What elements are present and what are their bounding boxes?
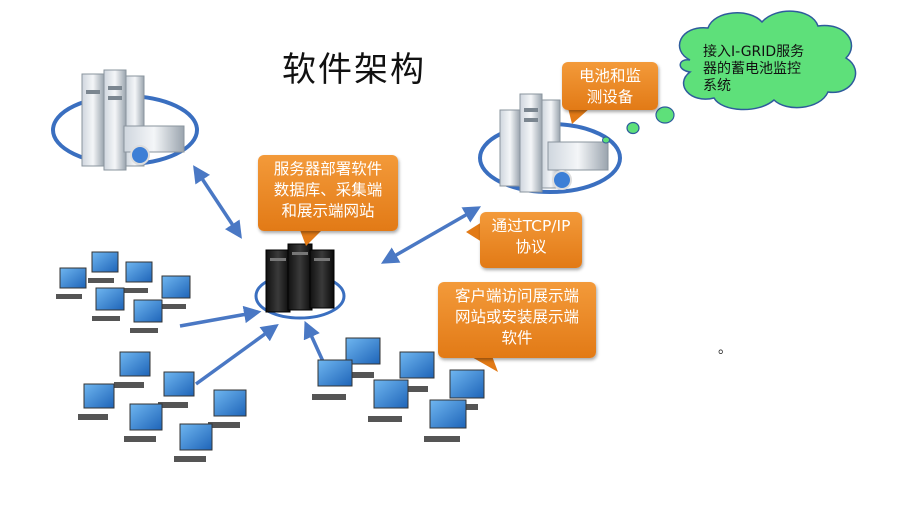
client-workstations-top-left [56, 251, 191, 333]
tail-tcp [466, 222, 482, 242]
client-workstations-bottom-left [78, 351, 247, 462]
arrow-client-group-2 [194, 323, 279, 386]
tail-client [470, 356, 498, 372]
stray-punctuation: 。 [718, 341, 732, 357]
callout-server-deploy: 服务器部署软件 数据库、采集端 和展示端网站 [258, 155, 398, 231]
arrow-right-server [380, 206, 482, 264]
arrow-left-server [193, 165, 242, 239]
cloud-text: 接入I-GRID服务 器的蓄电池监控 系统 [703, 44, 805, 94]
callout-battery-monitor: 电池和监 测设备 [562, 62, 658, 110]
cloud-callout-shape [602, 10, 857, 144]
callout-client-access: 客户端访问展示端 网站或安装展示端 软件 [438, 282, 596, 358]
right-server-icon [478, 93, 622, 194]
callout-tcp-protocol: 通过TCP/IP 协议 [480, 212, 582, 268]
left-server-icon [51, 69, 199, 171]
arrow-client-group-1 [179, 305, 262, 328]
client-workstations-bottom-right [312, 337, 485, 442]
tail-battery [568, 108, 590, 124]
page-title: 软件架构 [282, 50, 426, 90]
tail-server-deploy [300, 230, 322, 246]
callout-tails [300, 108, 590, 372]
central-server-icon [254, 243, 346, 320]
